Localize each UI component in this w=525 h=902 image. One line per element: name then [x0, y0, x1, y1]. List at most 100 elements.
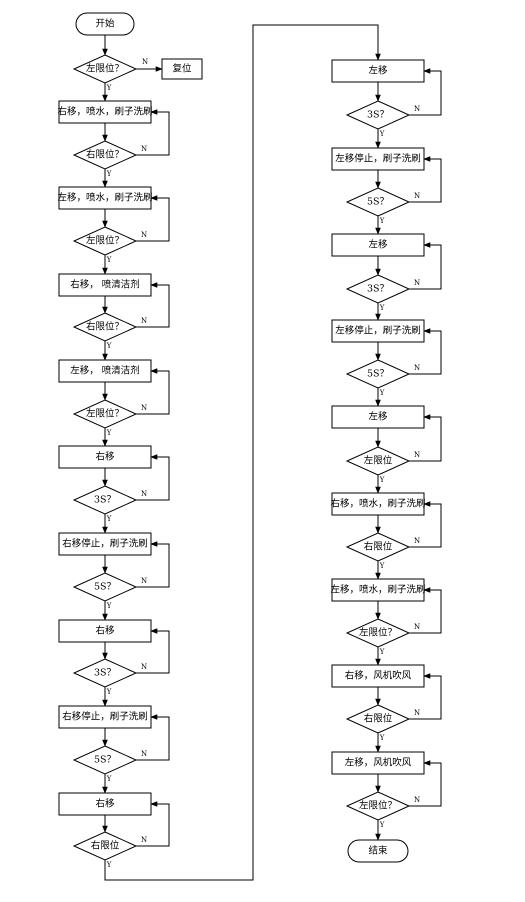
no-label: N [141, 836, 147, 844]
loop-back-arrow [409, 760, 442, 807]
decision-step: 右限位 [345, 532, 411, 562]
no-label: N [141, 231, 147, 239]
loop-back-arrow [136, 801, 170, 847]
process-step: 右移，喷水，刷子洗刷 [330, 492, 426, 516]
loop-back-arrow [136, 195, 170, 242]
step-label: 右移，喷水，刷子洗刷 [330, 498, 425, 510]
reset-box: 复位 [161, 58, 203, 80]
step-label: 左限位 [364, 455, 393, 467]
process-step: 右移， 喷清洁剂 [58, 273, 152, 297]
start-label: 开始 [95, 18, 115, 30]
yes-label: Y [106, 342, 112, 350]
no-label: N [414, 279, 420, 287]
loop-back-arrow [136, 454, 170, 501]
yes-label: Y [106, 429, 112, 437]
loop-back-arrow [136, 541, 170, 588]
loop-back-arrow [409, 68, 442, 116]
no-label: N [414, 451, 420, 459]
decision-step: 右限位 [72, 831, 138, 861]
process-step: 左移， 喷清洁剂 [58, 359, 152, 383]
step-label: 3S？ [94, 495, 116, 506]
no-label: N [414, 796, 420, 804]
process-step: 右移，风机吹风 [331, 664, 425, 688]
step-label: 右移 [95, 798, 115, 810]
start-terminal: 开始 [75, 12, 135, 36]
step-label: 左限位？ [86, 63, 124, 75]
yes-label: Y [379, 821, 385, 829]
step-label: 左移，风机吹风 [345, 757, 412, 769]
step-label: 左限位？ [359, 800, 397, 812]
no-label: N [414, 192, 420, 200]
no-label: N [141, 145, 147, 153]
yes-label: Y [379, 734, 385, 742]
decision-step: 左限位？ [345, 791, 411, 821]
process-step: 右移停止，刷子洗刷 [58, 705, 152, 729]
yes-label: Y [379, 562, 385, 570]
loop-back-arrow [409, 414, 442, 462]
step-label: 左移，喷水，刷子洗刷 [330, 584, 425, 596]
decision-step: 5S？ [72, 572, 138, 602]
yes-label: Y [379, 304, 385, 312]
yes-label: Y [106, 775, 112, 783]
step-label: 右移， 喷清洁剂 [70, 279, 140, 291]
yes-label: Y [379, 217, 385, 225]
step-label: 右限位 [364, 713, 393, 725]
step-label: 左移 [368, 411, 388, 423]
yes-label: Y [379, 476, 385, 484]
step-label: 3S？ [367, 110, 389, 121]
yes-label: Y [106, 688, 112, 696]
yes-label: Y [379, 130, 385, 138]
decision-step: 左限位？ [72, 226, 138, 256]
right-column: 左移3S？左移停止，刷子洗刷5S？左移3S？左移停止，刷子洗刷5S？左移左限位右… [330, 59, 426, 821]
step-label: 左限位？ [86, 408, 124, 420]
yes-label: Y [379, 648, 385, 656]
process-step: 右移 [58, 445, 152, 469]
loop-back-arrow [409, 501, 442, 548]
loop-back-arrow [409, 242, 442, 290]
step-label: 左移， 喷清洁剂 [70, 365, 140, 377]
end-terminal: 结束 [347, 839, 409, 863]
no-label: N [414, 537, 420, 545]
no-label: N [142, 58, 148, 66]
step-label: 左移 [368, 239, 388, 251]
no-label: N [141, 577, 147, 585]
decision-step: 左限位？ [72, 399, 138, 429]
step-label: 3S？ [367, 284, 389, 295]
decision-step: 5S？ [72, 745, 138, 775]
step-label: 左移停止，刷子洗刷 [335, 325, 421, 337]
loop-back-arrow [409, 587, 442, 634]
reset-label: 复位 [172, 63, 192, 75]
step-label: 右限位 [91, 840, 120, 852]
decision-step: 左限位？ [72, 54, 138, 84]
decision-step: 左限位 [345, 446, 411, 476]
no-label: N [414, 364, 420, 372]
step-label: 左限位？ [359, 627, 397, 639]
step-label: 右限位 [364, 541, 393, 553]
loop-back-arrow [136, 109, 170, 156]
process-step: 右移停止，刷子洗刷 [58, 532, 152, 556]
loop-back-arrow [136, 282, 170, 328]
step-label: 5S？ [94, 582, 116, 593]
step-label: 右限位？ [86, 321, 124, 333]
decision-step: 3S？ [345, 274, 411, 304]
loop-back-arrow [136, 714, 170, 761]
step-label: 右移 [95, 625, 115, 637]
decision-step: 3S？ [345, 100, 411, 130]
decision-step: 5S？ [345, 359, 411, 389]
step-label: 右移 [95, 451, 115, 463]
decision-step: 右限位？ [72, 312, 138, 342]
step-label: 右移，喷水，刷子洗刷 [57, 106, 152, 118]
no-label: N [414, 623, 420, 631]
yes-label: Y [106, 515, 112, 523]
yes-label: Y [106, 602, 112, 610]
no-label: N [141, 404, 147, 412]
process-step: 左移停止，刷子洗刷 [331, 319, 425, 343]
process-step: 左移，喷水，刷子洗刷 [330, 578, 426, 602]
process-step: 左移 [331, 59, 425, 83]
no-label: N [414, 709, 420, 717]
yes-label: Y [106, 256, 112, 264]
decision-step: 5S？ [345, 187, 411, 217]
step-label: 5S？ [367, 369, 389, 380]
loop-back-arrow [409, 328, 442, 375]
